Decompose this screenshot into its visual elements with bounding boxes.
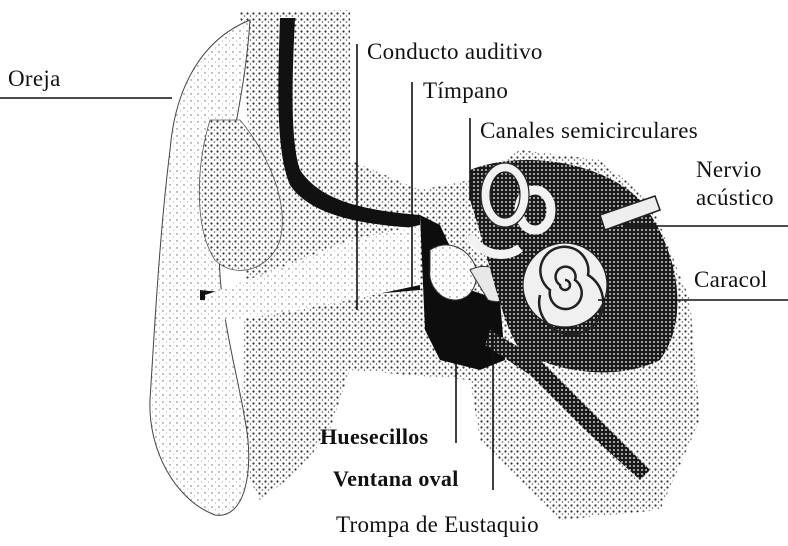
label-caracol: Caracol bbox=[694, 267, 768, 293]
label-timpano: Tímpano bbox=[423, 78, 508, 104]
label-conducto-auditivo: Conducto auditivo bbox=[367, 39, 543, 65]
label-nervio: Nervio bbox=[696, 157, 762, 183]
label-trompa-de-eustaquio: Trompa de Eustaquio bbox=[336, 512, 539, 538]
label-acustico: acústico bbox=[696, 185, 774, 211]
label-canales-semicirculares: Canales semicirculares bbox=[480, 118, 698, 144]
label-ventana-oval: Ventana oval bbox=[333, 466, 459, 492]
label-oreja: Oreja bbox=[8, 66, 61, 92]
label-huesecillos: Huesecillos bbox=[320, 424, 428, 450]
